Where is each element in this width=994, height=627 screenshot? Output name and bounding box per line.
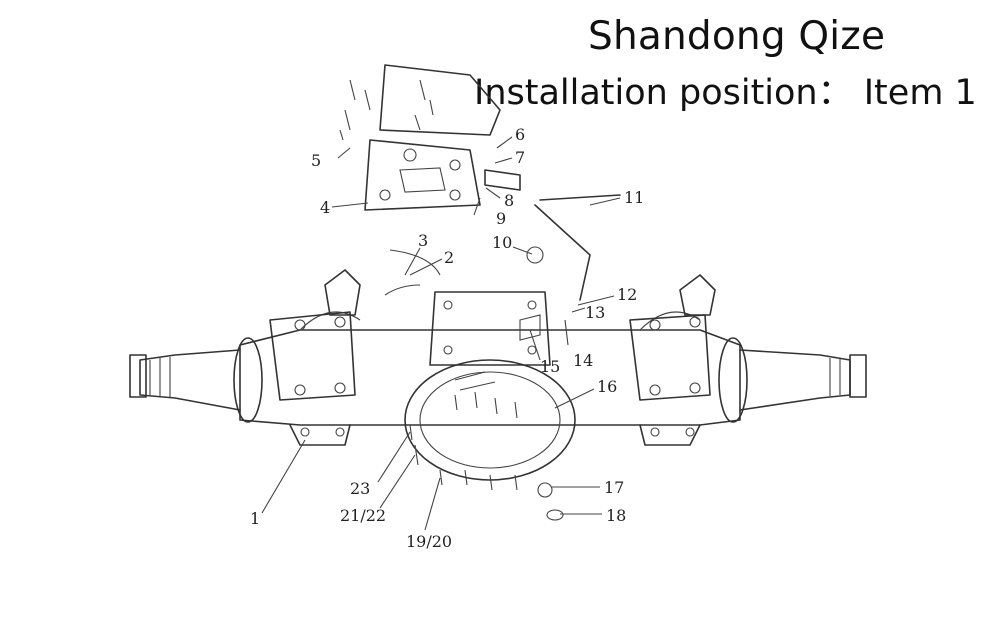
callout-6: 6 bbox=[515, 125, 525, 144]
callout-8: 8 bbox=[504, 191, 514, 210]
callout-labels: 1 2 3 4 5 6 7 8 9 10 11 12 13 14 15 16 1… bbox=[250, 125, 644, 551]
callout-16: 16 bbox=[597, 377, 617, 396]
callout-7: 7 bbox=[515, 148, 525, 167]
callout-23: 23 bbox=[350, 479, 370, 498]
callout-2: 2 bbox=[444, 248, 454, 267]
leader-lines bbox=[261, 136, 621, 531]
callout-15: 15 bbox=[540, 357, 560, 376]
callout-13: 13 bbox=[585, 303, 605, 322]
callout-3: 3 bbox=[418, 231, 428, 250]
callout-12: 12 bbox=[617, 285, 637, 304]
callout-1: 1 bbox=[250, 509, 260, 528]
page-subtitle: Installation position： Item 1 bbox=[474, 73, 977, 113]
callout-14: 14 bbox=[573, 351, 593, 370]
callout-17: 17 bbox=[604, 478, 624, 497]
differential-cover bbox=[404, 359, 576, 481]
callout-11: 11 bbox=[624, 188, 644, 207]
callout-21-22: 21/22 bbox=[340, 506, 386, 525]
mounting-plate bbox=[364, 64, 501, 211]
axle-housing bbox=[129, 269, 867, 446]
bolts bbox=[339, 79, 518, 491]
callout-18: 18 bbox=[606, 506, 626, 525]
linkage-and-pins bbox=[384, 169, 621, 521]
callout-9: 9 bbox=[496, 209, 506, 228]
page-title: Shandong Qize bbox=[588, 14, 886, 59]
callout-10: 10 bbox=[492, 233, 512, 252]
callout-19-20: 19/20 bbox=[406, 532, 452, 551]
callout-4: 4 bbox=[320, 198, 330, 217]
callout-5: 5 bbox=[311, 151, 321, 170]
